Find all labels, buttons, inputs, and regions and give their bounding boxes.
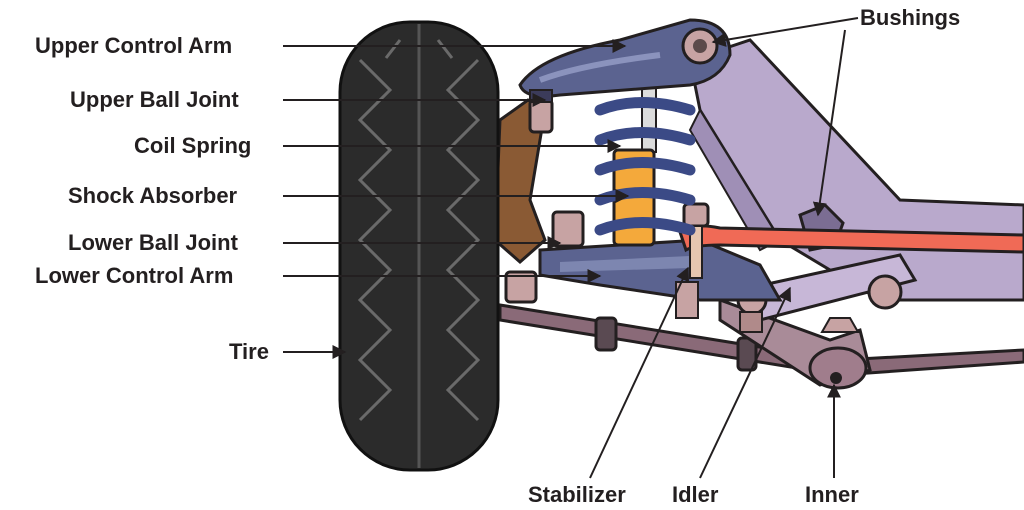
label-stabilizer: Stabilizer xyxy=(528,482,626,507)
label-bushings: Bushings xyxy=(860,5,961,30)
label-upper-ball-joint: Upper Ball Joint xyxy=(70,87,239,112)
label-tire: Tire xyxy=(229,339,269,364)
label-lower-control-arm: Lower Control Arm xyxy=(35,263,234,288)
coil-spring xyxy=(594,97,696,236)
idler-arm xyxy=(736,253,918,333)
lower-control-arm xyxy=(538,238,783,319)
label-upper-control-arm: Upper Control Arm xyxy=(35,33,233,58)
label-idler: Idler xyxy=(672,482,719,507)
lower-ball-joint xyxy=(551,210,585,248)
tire xyxy=(338,20,500,472)
leader-lines xyxy=(283,17,859,479)
label-inner: Inner xyxy=(805,482,859,507)
label-coil-spring: Coil Spring xyxy=(134,133,252,158)
upper-ball-joint xyxy=(528,98,554,134)
label-shock-absorber: Shock Absorber xyxy=(68,183,238,208)
label-lower-ball-joint: Lower Ball Joint xyxy=(68,230,238,255)
stabilizer-link xyxy=(682,202,710,228)
upper-control-arm xyxy=(518,18,732,98)
